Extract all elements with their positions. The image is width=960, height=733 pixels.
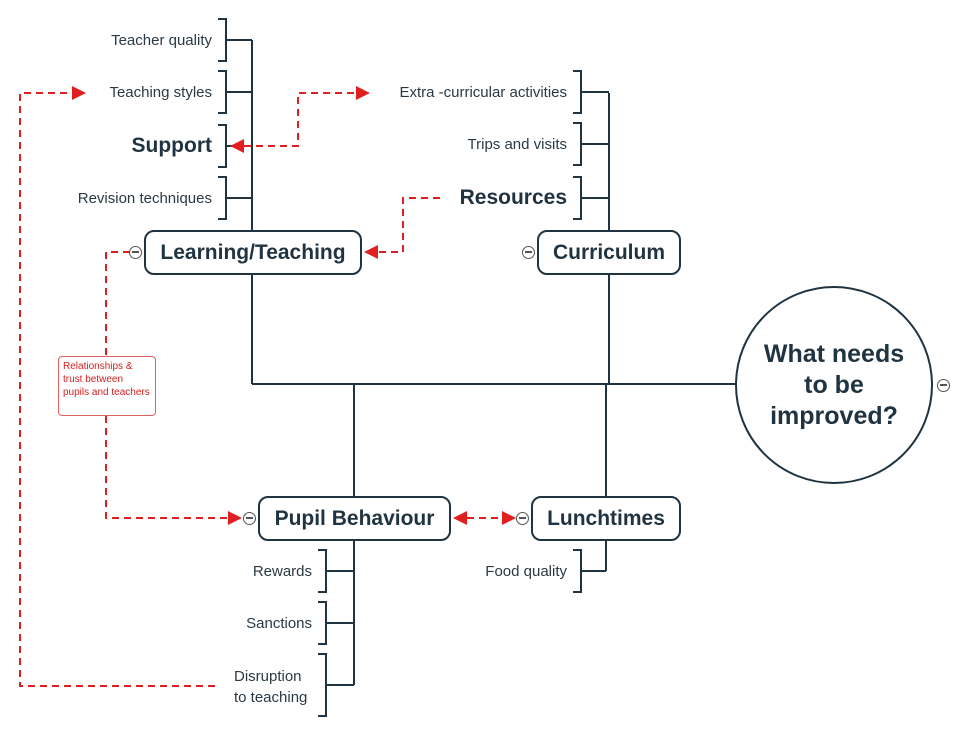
collapse-icon[interactable] xyxy=(129,246,142,259)
arrow-head-icon xyxy=(356,86,370,100)
relationship-note-label: Relationships & trust between pupils and… xyxy=(63,361,150,398)
leaf-disruption-to-teaching[interactable]: Disruption to teaching xyxy=(234,668,308,706)
leaf-support[interactable]: Support xyxy=(131,134,212,157)
leaf-trips-and-visits[interactable]: Trips and visits xyxy=(467,136,567,153)
arrow-head-icon xyxy=(453,511,467,525)
arrow-head-icon xyxy=(72,86,86,100)
leaf-extra-curricular[interactable]: Extra -curricular activities xyxy=(399,84,567,101)
node-learning-teaching[interactable]: Learning/Teaching xyxy=(144,230,362,275)
leaf-rewards[interactable]: Rewards xyxy=(252,563,312,580)
node-lunchtimes-label: Lunchtimes xyxy=(547,506,665,530)
leaf-teacher-quality[interactable]: Teacher quality xyxy=(111,32,212,49)
leaf-resources[interactable]: Resources xyxy=(459,186,567,209)
leaf-sanctions[interactable]: Sanctions xyxy=(246,615,312,632)
relationship-note[interactable]: Relationships & trust between pupils and… xyxy=(58,356,156,416)
collapse-icon[interactable] xyxy=(516,512,529,525)
collapse-icon[interactable] xyxy=(522,246,535,259)
arrow-head-icon xyxy=(502,511,516,525)
node-lunchtimes[interactable]: Lunchtimes xyxy=(531,496,681,541)
collapse-icon[interactable] xyxy=(243,512,256,525)
collapse-icon[interactable] xyxy=(937,379,950,392)
node-curriculum-label: Curriculum xyxy=(552,240,665,264)
leaf-revision-techniques[interactable]: Revision techniques xyxy=(77,190,212,207)
node-learning-teaching-label: Learning/Teaching xyxy=(160,240,346,264)
node-pupil-behaviour[interactable]: Pupil Behaviour xyxy=(258,496,451,541)
arrow-head-icon xyxy=(228,511,242,525)
node-curriculum[interactable]: Curriculum xyxy=(537,230,681,275)
central-topic[interactable]: What needs to be improved? xyxy=(735,286,933,484)
node-pupil-behaviour-label: Pupil Behaviour xyxy=(274,506,435,530)
leaf-teaching-styles[interactable]: Teaching styles xyxy=(109,84,212,101)
arrow-head-icon xyxy=(230,139,244,153)
arrow-head-icon xyxy=(364,245,378,259)
leaf-food-quality[interactable]: Food quality xyxy=(485,563,567,580)
central-topic-label: What needs to be improved? xyxy=(763,339,905,430)
